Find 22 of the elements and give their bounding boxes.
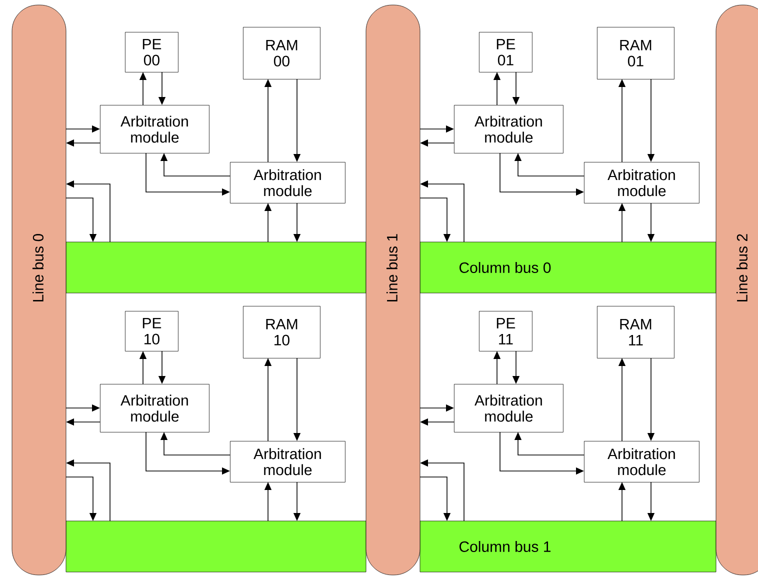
arbitration-box: Arbitration module (584, 441, 700, 482)
node-label: Column bus 0 (460, 262, 551, 273)
ram-box: RAM 01 (597, 27, 674, 80)
ram-box: RAM 10 (243, 306, 320, 358)
pe-box: PE 01 (479, 32, 532, 72)
arbitration-box: Arbitration module (454, 105, 564, 154)
ram-box: RAM 00 (243, 27, 320, 80)
pe-box: PE 10 (125, 311, 178, 352)
column-bus: Column bus 1 (66, 520, 716, 572)
pe-box: PE 00 (125, 32, 178, 72)
arbitration-box: Arbitration module (100, 384, 210, 432)
arbitration-box: Arbitration module (454, 384, 564, 432)
arbitration-box: Arbitration module (100, 105, 210, 154)
line-bus: Line bus 0 (12, 4, 66, 576)
line-bus: Line bus 2 (716, 4, 758, 576)
arbitration-box: Arbitration module (230, 441, 346, 482)
pe-box: PE 11 (479, 311, 532, 352)
node-label: Column bus 1 (460, 540, 551, 552)
arbitration-box: Arbitration module (230, 162, 346, 204)
line-bus: Line bus 1 (366, 4, 420, 576)
ram-box: RAM 11 (597, 306, 674, 358)
arbitration-box: Arbitration module (584, 162, 700, 204)
